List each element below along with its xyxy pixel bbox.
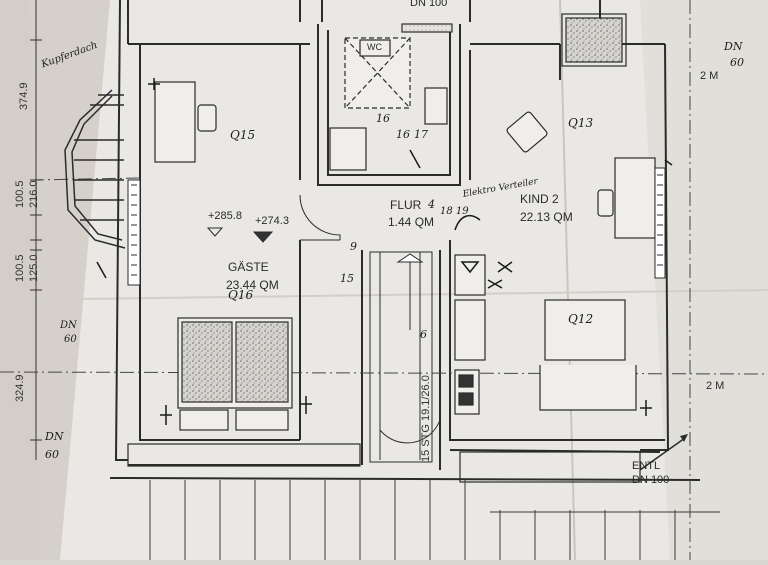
chair-kind2-top [506,111,548,153]
label-2m-bottom: 2 M [706,380,725,392]
bench-bottom-right [459,451,641,483]
dimension-6: 324.9 [14,374,26,402]
sideboard-bottom [127,443,361,467]
washbasin [424,87,448,125]
bottom-ledge [109,477,701,481]
hand-q15: Q15 [230,128,256,142]
counter-lower [454,254,486,296]
kind2-furniture [454,13,656,415]
bed-kind2 [544,299,626,361]
hand-dn-left: DN [60,320,77,331]
wardrobe-frame [561,13,627,67]
label-dn60-left: DN [45,430,64,443]
paper-fold-right [640,0,768,560]
handwritten-symbols [96,78,673,425]
stair-label: 15 STG 19.1/26.0 [420,375,432,462]
room-name-kind2: KIND 2 [520,192,559,206]
dimension-5: 125.0 [28,254,40,282]
bathtub [329,127,367,171]
fold-line-horizontal [0,289,768,301]
hand-q13: Q13 [568,116,594,130]
chair-gaeste [197,104,217,132]
hand-6: 6 [420,328,427,341]
room-area-gaeste: 23.44 QM [226,278,279,292]
door-swings [299,194,441,444]
dimension-4: 100.5 [14,254,26,282]
label-dn100-top: DN 100 [410,0,448,9]
dimension-3: 216.0 [28,180,40,208]
wc-fixtures [329,23,453,171]
hand-16-wc: 16 [376,112,390,125]
bay-window [64,89,126,249]
dimension-chain-left [30,0,42,460]
chair-kind2 [597,189,614,217]
label-dn60-left-2: 60 [45,448,59,461]
dimension-1: 374.9 [18,82,30,110]
stairs [369,251,433,463]
label-dn60-right: DN [724,40,743,53]
gaeste-furniture [154,81,293,431]
kitchenette-shelf [454,299,486,361]
outer-wall-left [114,0,128,461]
flur-walls [361,250,441,470]
room-name-flur: FLUR [390,198,422,212]
hand-16: 16 [396,128,410,141]
walls [109,0,701,481]
wc-hatch [401,23,453,33]
label-entl-2: DN 100 [632,474,670,486]
wardrobe-hatched [565,17,623,63]
nightstand-right [235,409,289,431]
top-vertical-lines [127,0,601,44]
dimension-2: 100.5 [14,180,26,208]
window-left-wall [127,179,141,286]
room-area-flur: 1.44 QM [388,215,435,229]
room-area-kind2: 22.13 QM [520,210,573,224]
wc-label-box [359,39,391,57]
level-markers [206,227,274,243]
desk-kind2 [614,157,656,239]
room-note-gaeste: Q16 [228,288,254,302]
bed-gaeste-left [181,321,233,403]
hand-17: 17 [414,128,428,141]
chimney-arrow [639,437,686,471]
level-left: +285.8 [208,210,242,222]
nightstand-left [179,409,229,431]
room-name-wc: WC [367,42,382,52]
hand-dn-left-2: 60 [64,334,77,345]
hand-1819: 18 19 [440,206,469,217]
fold-line-vertical [559,0,576,561]
desk-gaeste [154,81,196,163]
terrace-lines [149,480,720,560]
bed-kind2-corner [539,365,637,411]
wc-inner [327,30,451,176]
label-entl-1: ENTL [632,460,661,472]
bed-gaeste-right [235,321,289,403]
hand-4: 4 [428,198,435,211]
hand-q12: Q12 [568,312,594,326]
level-right: +274.3 [255,215,289,227]
room-name-gaeste: GÄSTE [228,260,269,274]
kind2-walls [449,44,665,441]
inner-wall-gaeste-left [139,44,300,441]
label-dn60-right-2: 60 [730,56,744,69]
hand-9: 9 [350,240,357,253]
window-right-wall [654,167,666,279]
label-2m-top: 2 M [700,70,719,82]
hand-15: 15 [340,272,354,285]
wc-walls [317,24,461,186]
